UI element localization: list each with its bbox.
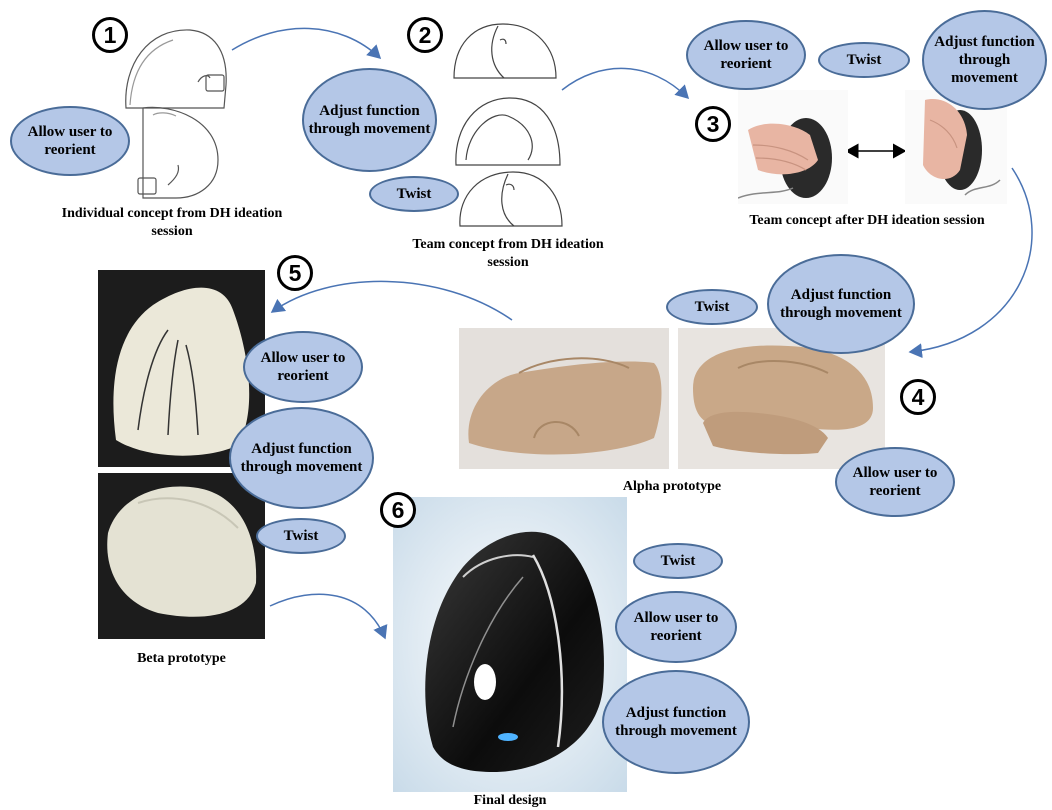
caption-step-6: Final design — [430, 792, 590, 810]
caption-step-5: Beta prototype — [98, 650, 265, 668]
sketch-team-concept — [448, 20, 568, 232]
caption-step-1: Individual concept from DH ideation sess… — [52, 205, 292, 241]
bubble-reorient-step-4: Allow user to reorient — [835, 447, 955, 517]
arrow-2-to-3 — [562, 68, 688, 98]
bubble-reorient-step-3: Allow user to reorient — [686, 20, 806, 90]
sketch-individual-concept — [118, 20, 238, 210]
photo-alpha-prototype-side — [459, 328, 669, 469]
bubble-twist-step-6: Twist — [633, 543, 723, 579]
step-3-number: 3 — [695, 106, 731, 142]
photo-final-design — [393, 497, 627, 792]
bubble-adjust-step-2: Adjust function through movement — [302, 68, 437, 172]
bubble-adjust-step-5: Adjust function through movement — [229, 407, 374, 509]
bubble-reorient-step-6: Allow user to reorient — [615, 591, 737, 663]
caption-step-4: Alpha prototype — [592, 478, 752, 496]
bubble-adjust-step-3: Adjust function through movement — [922, 10, 1047, 110]
arrow-5-to-6 — [270, 594, 385, 638]
bubble-twist-step-4: Twist — [666, 289, 758, 325]
bubble-twist-step-2: Twist — [369, 176, 459, 212]
bubble-twist-step-5: Twist — [256, 518, 346, 554]
step-6-number: 6 — [380, 492, 416, 528]
photo-hand-mouse-left — [738, 90, 848, 204]
caption-step-2: Team concept from DH ideation session — [408, 236, 608, 272]
step-1-number: 1 — [92, 17, 128, 53]
step-2-number: 2 — [407, 17, 443, 53]
step-4-number: 4 — [900, 379, 936, 415]
step-5-number: 5 — [277, 255, 313, 291]
arrow-1-to-2 — [232, 28, 380, 58]
bubble-reorient-step-5: Allow user to reorient — [243, 331, 363, 403]
bubble-twist-step-3: Twist — [818, 42, 910, 78]
caption-step-3: Team concept after DH ideation session — [712, 212, 1022, 230]
bubble-adjust-step-6: Adjust function through movement — [602, 670, 750, 774]
arrow-4-to-5 — [272, 281, 512, 320]
bubble-adjust-step-4: Adjust function through movement — [767, 254, 915, 354]
bubble-reorient-step-1: Allow user to reorient — [10, 106, 130, 176]
photo-beta-prototype-side — [98, 473, 265, 639]
